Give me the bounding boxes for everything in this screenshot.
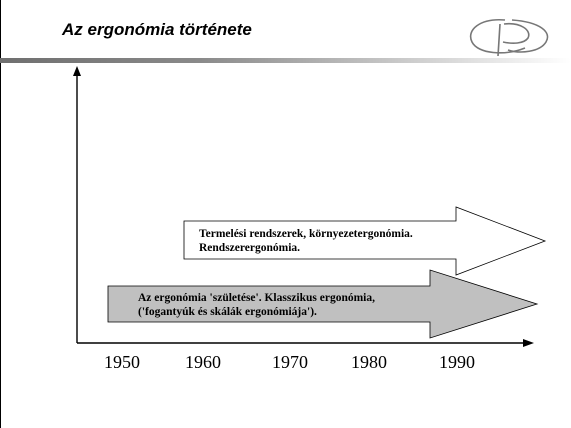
arrow-label-classical: Az ergonómia 'születése'. Klasszikus erg… [138,291,375,319]
header-gradient-bar [0,58,571,63]
slide-left-border [0,0,1,428]
year-label-1980: 1980 [351,352,387,372]
year-label-1950: 1950 [104,352,140,372]
year-label-1990: 1990 [439,352,475,372]
arrow-label-line: Az ergonómia 'születése'. Klasszikus erg… [138,292,376,304]
arrow-label-line: Termelési rendszerek, környezetergonómia… [199,228,413,240]
arrow-classical-ergonomics [107,269,539,339]
arrow-label-systems: Termelési rendszerek, környezetergonómia… [199,227,413,255]
x-axis-arrowhead [523,339,534,347]
year-label-1970: 1970 [272,352,308,372]
logo-icon [469,19,549,57]
y-axis-arrowhead [73,66,81,76]
arrow-systems-ergonomics [183,206,547,276]
arrow-label-line: Rendszerergonómia. [199,242,301,254]
year-label-1960: 1960 [185,352,221,372]
arrow-label-line: ('fogantyúk és skálák ergonómiája'). [138,306,317,318]
page-title: Az ergonómia története [62,20,252,39]
